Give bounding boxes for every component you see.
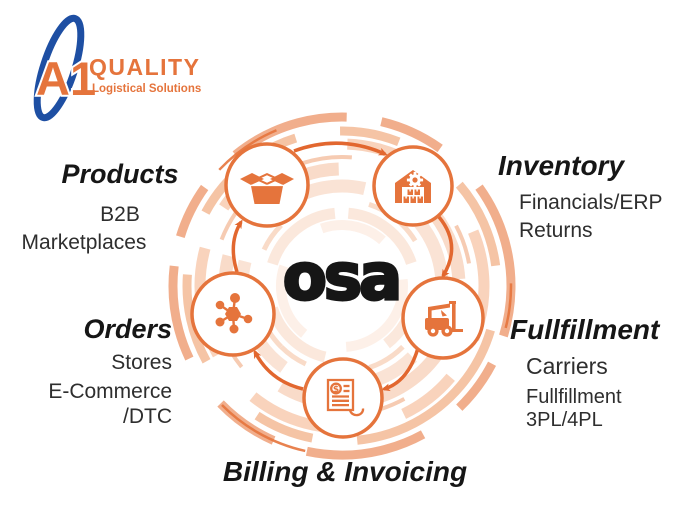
open-box-icon: [240, 173, 294, 204]
fullfillment-subitem-carriers: Carriers: [526, 353, 608, 379]
products-subitem-marketplaces: Marketplaces: [21, 231, 147, 254]
invoice-icon: $: [326, 378, 365, 417]
inventory-subitem-financials: Financials/ERP: [519, 191, 663, 214]
warehouse-icon: [395, 170, 431, 203]
inventory-subitem-returns: Returns: [519, 219, 593, 242]
orders-node: [190, 271, 276, 357]
billing-invoicing-heading: Billing & Invoicing: [222, 456, 468, 487]
logo-swoosh-ellipse: [33, 14, 85, 122]
arrow-products-to-inventory: [293, 141, 388, 156]
orders-heading: Orders: [83, 314, 172, 344]
fullfillment-heading: Fullfillment: [510, 314, 660, 345]
inventory-node: [372, 145, 454, 227]
orders-subitem-ecommerce: E-Commerce: [48, 380, 172, 403]
arrow-inventory-to-fullfillment: [437, 215, 454, 279]
cycle-arrows: [231, 141, 454, 392]
logo-tagline: Logistical Solutions: [92, 83, 201, 95]
forklift-icon: [425, 301, 463, 337]
logo-quality-word: QUALITY: [89, 54, 200, 80]
arrow-orders-to-products: [231, 219, 243, 273]
osa-center-logo: osa: [283, 241, 399, 315]
billing-node: $: [302, 357, 384, 439]
orders-subitem-stores: Stores: [111, 351, 172, 374]
fullfillment-subitem-3pl4pl: 3PL/4PL: [526, 409, 603, 431]
invoice-dollar-sign: $: [333, 385, 339, 395]
products-heading: Products: [61, 159, 179, 189]
logo-a1-mark: A1: [36, 52, 96, 105]
network-hub-icon: [215, 293, 253, 334]
inventory-heading: Inventory: [498, 150, 625, 181]
a1-quality-logo: A1 QUALITY Logistical Solutions: [33, 14, 201, 122]
products-node: [224, 142, 310, 228]
orders-subitem-dtc: /DTC: [123, 405, 172, 428]
fullfillment-subitem-fullfillment: Fullfillment: [526, 386, 622, 408]
arrow-billing-to-orders: [253, 349, 304, 391]
fullfillment-node: [401, 276, 485, 360]
arrow-fullfillment-to-billing: [381, 347, 420, 392]
products-subitem-b2b: B2B: [100, 203, 140, 226]
